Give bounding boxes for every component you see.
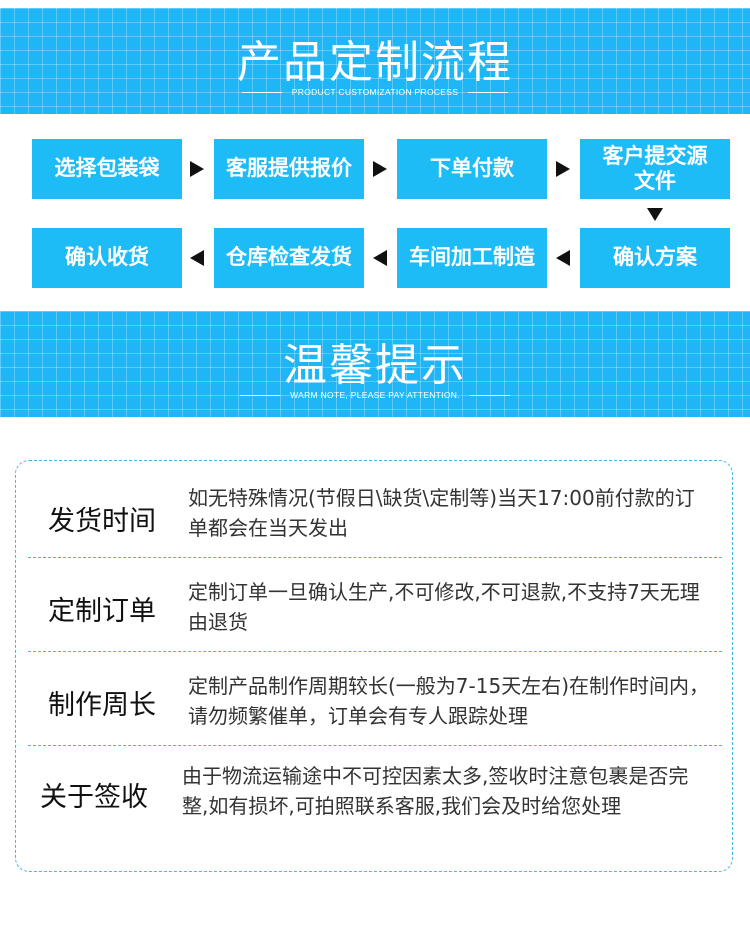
note-text-receipt: 由于物流运输途中不可控因素太多,签收时注意包裹是否完整,如有损坏,可拍照联系客服… <box>182 764 689 818</box>
arrow-down-icon <box>647 208 663 221</box>
step-choose-bag: 选择包装袋 <box>32 139 182 199</box>
note-divider <box>28 651 722 652</box>
note-divider <box>28 745 722 746</box>
process-title: 产品定制流程 <box>237 37 513 88</box>
notes-box: 发货时间 如无特殊情况(节假日\缺货\定制等)当天17:00前付款的订单都会在当… <box>15 460 733 872</box>
step-confirm-receipt: 确认收货 <box>32 228 182 288</box>
step-confirm-plan: 确认方案 <box>580 228 730 288</box>
step-payment: 下单付款 <box>397 139 547 199</box>
note-label-shipping: 发货时间 <box>48 506 156 537</box>
arrow-left-icon <box>556 250 570 266</box>
note-label-production: 制作周长 <box>48 690 156 721</box>
arrow-left-icon <box>373 250 387 266</box>
divider-line <box>240 394 281 396</box>
note-divider <box>28 557 722 558</box>
note-label-custom-order: 定制订单 <box>48 596 156 627</box>
step-workshop: 车间加工制造 <box>397 228 547 288</box>
note-text-shipping: 如无特殊情况(节假日\缺货\定制等)当天17:00前付款的订单都会在当天发出 <box>188 486 695 540</box>
divider-line <box>469 394 510 396</box>
process-subtitle-row: PRODUCT CUSTOMIZATION PROCESS <box>0 87 750 97</box>
arrow-right-icon <box>556 161 570 177</box>
process-banner: 产品定制流程 PRODUCT CUSTOMIZATION PROCESS <box>0 8 750 114</box>
arrow-left-icon <box>190 250 204 266</box>
tips-title: 温馨提示 <box>283 340 467 391</box>
note-text-custom-order: 定制订单一旦确认生产,不可修改,不可退款,不支持7天无理由退货 <box>188 580 700 634</box>
arrow-right-icon <box>373 161 387 177</box>
process-subtitle: PRODUCT CUSTOMIZATION PROCESS <box>291 87 459 97</box>
step-warehouse: 仓库检查发货 <box>214 228 364 288</box>
divider-line <box>468 91 509 93</box>
step-quote: 客服提供报价 <box>214 139 364 199</box>
tips-subtitle-row: WARM NOTE, PLEASE PAY ATTENTION. <box>0 390 750 400</box>
tips-subtitle: WARM NOTE, PLEASE PAY ATTENTION. <box>290 390 460 400</box>
divider-line <box>241 91 282 93</box>
arrow-right-icon <box>190 161 204 177</box>
note-text-production: 定制产品制作周期较长(一般为7-15天左右)在制作时间内，请勿频繁催单，订单会有… <box>188 674 709 728</box>
note-label-receipt: 关于签收 <box>40 782 148 813</box>
tips-banner: 温馨提示 WARM NOTE, PLEASE PAY ATTENTION. <box>0 311 750 417</box>
step-submit-files: 客户提交源文件 <box>580 139 730 199</box>
